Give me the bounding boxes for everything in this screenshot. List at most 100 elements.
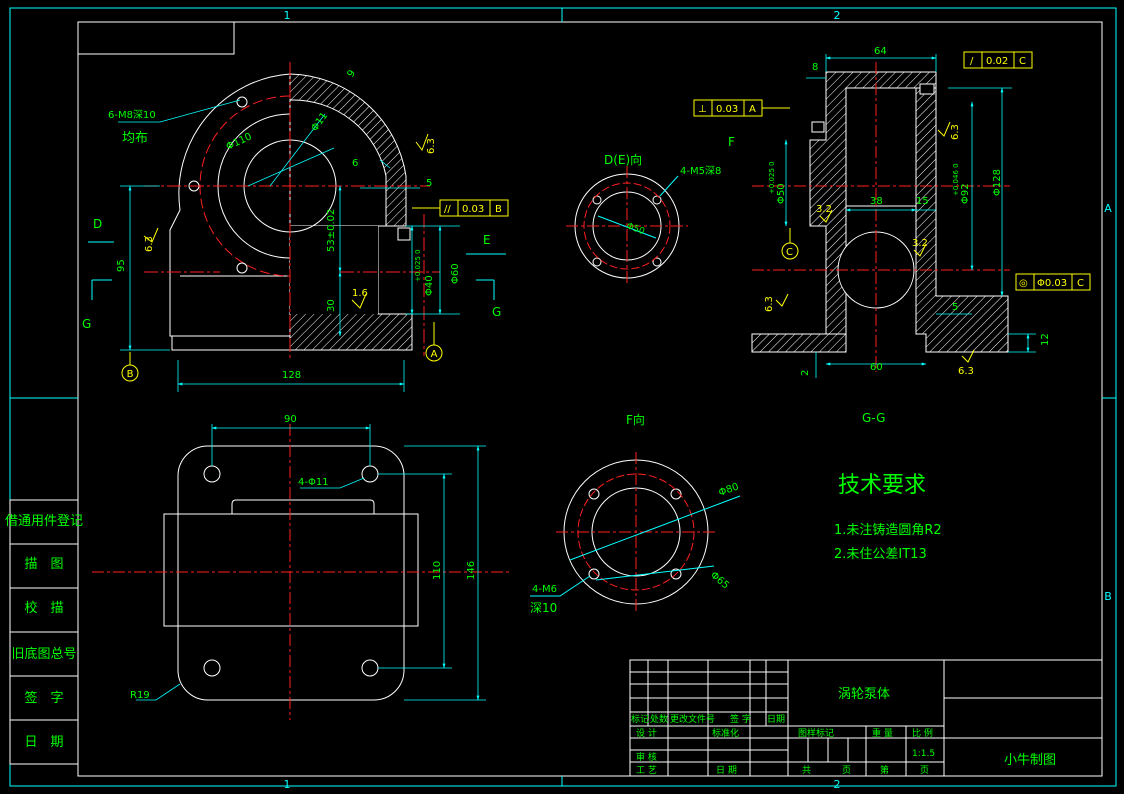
gg-dim-2: 2 [800,370,811,376]
zone-top-2: 2 [834,9,841,22]
gg-dim-8: 8 [812,62,818,73]
zone-right-b: B [1104,590,1112,603]
tb-stage: 图样标记 [798,727,834,739]
zone-right-a: A [1104,202,1112,215]
main-dim-r: 9 [345,68,358,80]
tb-design: 设 计 [636,727,657,739]
tb-rev-3: 更改文件号 [670,713,715,725]
side-table-row-6: 日 期 [24,735,63,750]
f-view: F向 Φ80 Φ65 4-M6 深10 [530,412,740,615]
tb-rev-4: 签 字 [730,713,751,725]
main-rough-top: 6.3 [426,138,437,154]
gg-dia-92: Φ92 [960,183,971,204]
tech-requirements: 技术要求 1.未注铸造圆角R2 2.未住公差IT13 [834,473,942,562]
top-holes: 4-Φ11 [298,477,329,488]
gg-conc-datum: C [1077,278,1084,289]
main-rough-left: 6.3 [144,236,155,252]
side-table-row-4: 旧底图总号 [11,646,76,662]
gg-dim-5: 5 [952,302,958,313]
f-holes: 4-M6 [532,584,557,595]
gg-dim-12: 12 [1040,333,1051,346]
tech-req-item-1: 1.未注铸造圆角R2 [834,522,942,538]
top-radius: R19 [130,690,150,701]
main-dim-6: 6 [352,158,358,169]
zone-top-1: 1 [284,9,291,22]
main-hole-1 [236,96,248,108]
zone-bottom-1: 1 [284,778,291,791]
tb-standard: 标准化 [712,727,739,739]
f-dia-80: Φ80 [717,481,740,498]
gg-rough-32-b: 3.2 [912,238,928,249]
gg-conc-value: Φ0.03 [1037,278,1067,289]
side-table-row-2: 描 图 [24,557,63,572]
side-table-row-3: 校 描 [24,600,63,616]
main-label-g-right: G [492,305,501,319]
de-holes: 4-M5深8 [680,165,721,177]
gg-dim-128: Φ128 [992,169,1003,196]
gg-rough-32-a: 3.2 [816,204,832,215]
gg-rough-63-a: 6.3 [950,124,961,140]
main-view: 6-M8深10 均布 Φ110 Φ11 9 6 5 53±0.02 95 30 … [82,62,509,392]
gg-tol-92: +0.046 0 [952,163,960,196]
top-base-plate [177,445,405,701]
main-tol-value: 0.03 [462,204,484,215]
tb-part-name: 涡轮泵体 [838,687,890,702]
gg-rough-63-c: 6.3 [958,366,974,377]
tech-req-title: 技术要求 [838,473,926,498]
f-view-title: F向 [626,412,645,427]
gg-rough-63-b: 6.3 [764,296,775,312]
side-table-row-1: 借通用件登记 [5,514,83,529]
tb-process: 工 艺 [636,765,657,776]
main-dim-128: 128 [282,370,301,381]
top-dim-90: 90 [284,414,297,425]
main-dia-40: Φ40 [424,275,435,296]
main-label-e: E [483,233,491,247]
gg-dim-15: 15 [916,196,929,207]
de-dia-50: Φ50 [625,221,646,237]
gg-dim-60: 60 [870,362,883,373]
tb-sheets: 页 [842,765,851,776]
gg-tol-50: +0.025 0 [768,161,776,194]
de-view: D(E)向 4-M5深8 Φ50 [566,152,721,286]
tb-scale-label: 比 例 [912,727,933,739]
tb-author: 小牛制图 [1004,753,1056,768]
tb-rev-1: 标记 [631,713,649,725]
tech-req-item-2: 2.未住公差IT13 [834,547,927,562]
main-label-d: D [93,217,102,231]
top-dim-110: 110 [432,561,443,580]
main-rough-16: 1.6 [352,288,368,299]
main-holes-callout: 6-M8深10 [108,109,156,121]
side-table: 借通用件登记 描 图 校 描 旧底图总号 签 字 日 期 [5,499,83,765]
tb-total: 共 [802,765,811,776]
de-view-title: D(E)向 [604,152,642,167]
gg-view-title: G-G [862,411,885,425]
top-view: 90 4-Φ11 110 146 R19 [92,414,510,720]
zone-bottom-2: 2 [834,778,841,791]
main-datum-a: A [431,349,438,360]
title-block: 涡轮泵体 小牛制图 标记 处数 更改文件号 签 字 日期 设 计 标准化 审 核… [629,659,1103,777]
main-label-g-left: G [82,317,91,331]
tb-weight: 重 量 [872,727,893,739]
main-datum-b: B [127,369,134,380]
tb-page-unit: 页 [920,765,929,776]
main-tol-sym: // [444,204,451,215]
tb-rev-2: 处数 [650,713,668,725]
sheet-frame [9,7,1117,787]
gg-label-f: F [728,135,735,149]
side-table-row-5: 签 字 [24,690,63,706]
tb-date: 日 期 [716,765,737,776]
f-dia-65: Φ65 [708,570,731,592]
main-height-53: 53±0.02 [326,209,337,252]
tb-rev-5: 日期 [767,714,785,725]
main-tol-datum: B [495,204,502,215]
gg-dim-38: 38 [870,196,883,207]
gg-view: G-G [693,46,1091,425]
gg-runout-datum: C [1019,56,1026,67]
f-depth: 深10 [530,601,557,615]
main-evenly-label: 均布 [122,131,148,146]
main-dim-5: 5 [426,178,432,189]
gg-perp-value: 0.03 [716,104,738,115]
gg-perp-sym: ⊥ [698,104,707,115]
main-hole-3 [236,262,248,274]
main-tol-40: +0.025 0 [414,249,422,282]
